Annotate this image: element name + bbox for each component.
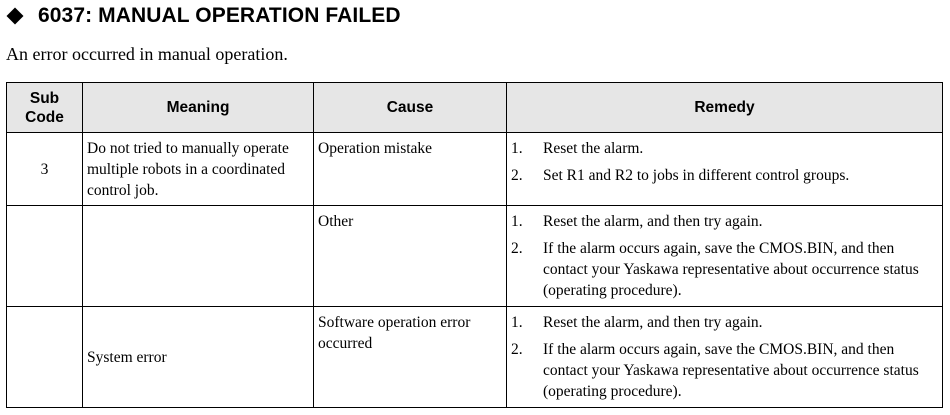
sub-code-cell bbox=[6, 306, 83, 408]
header-meaning: Meaning bbox=[82, 82, 314, 133]
alarm-title: 6037: MANUAL OPERATION FAILED bbox=[38, 4, 401, 27]
step-text: If the alarm occurs again, save the CMOS… bbox=[543, 341, 919, 400]
remedy-step: 1. Reset the alarm, and then try again. bbox=[511, 312, 938, 333]
alarm-heading: 6037: MANUAL OPERATION FAILED bbox=[6, 2, 401, 30]
remedy-step: 1. Reset the alarm. bbox=[511, 138, 938, 159]
remedy-cell: 1. Reset the alarm, and then try again. … bbox=[506, 205, 943, 307]
alarm-table: Sub Code Meaning Cause Remedy 3 Do not t… bbox=[6, 82, 943, 408]
step-text: If the alarm occurs again, save the CMOS… bbox=[543, 240, 919, 299]
cause-cell: Operation mistake bbox=[313, 132, 507, 206]
table-row: System error Software operation error oc… bbox=[6, 306, 943, 408]
step-text: Reset the alarm. bbox=[543, 140, 644, 157]
remedy-step: 2. If the alarm occurs again, save the C… bbox=[511, 238, 938, 301]
step-number: 2. bbox=[511, 240, 523, 257]
remedy-steps: 1. Reset the alarm. 2. Set R1 and R2 to … bbox=[511, 138, 938, 186]
sub-code-cell bbox=[6, 205, 83, 307]
sub-code-cell: 3 bbox=[6, 132, 83, 206]
step-number: 1. bbox=[511, 140, 523, 157]
step-number: 1. bbox=[511, 213, 523, 230]
table-row: 3 Do not tried to manually operate multi… bbox=[6, 132, 943, 206]
header-remedy: Remedy bbox=[506, 82, 943, 133]
meaning-cell bbox=[82, 205, 314, 307]
step-number: 2. bbox=[511, 341, 523, 358]
meaning-cell: Do not tried to manually operate multipl… bbox=[82, 132, 314, 206]
cause-cell: Software operation error occurred bbox=[313, 306, 507, 408]
remedy-cell: 1. Reset the alarm, and then try again. … bbox=[506, 306, 943, 408]
step-number: 1. bbox=[511, 314, 523, 331]
remedy-step: 1. Reset the alarm, and then try again. bbox=[511, 211, 938, 232]
remedy-cell: 1. Reset the alarm. 2. Set R1 and R2 to … bbox=[506, 132, 943, 206]
header-cause: Cause bbox=[313, 82, 507, 133]
remedy-step: 2. If the alarm occurs again, save the C… bbox=[511, 339, 938, 402]
header-sub-code: Sub Code bbox=[6, 82, 83, 133]
step-text: Set R1 and R2 to jobs in different contr… bbox=[543, 167, 850, 184]
step-number: 2. bbox=[511, 167, 523, 184]
cause-cell: Other bbox=[313, 205, 507, 307]
alarm-description: An error occurred in manual operation. bbox=[6, 44, 288, 64]
remedy-step: 2. Set R1 and R2 to jobs in different co… bbox=[511, 165, 938, 186]
remedy-steps: 1. Reset the alarm, and then try again. … bbox=[511, 312, 938, 402]
diamond-bullet-icon bbox=[6, 7, 24, 25]
step-text: Reset the alarm, and then try again. bbox=[543, 314, 763, 331]
step-text: Reset the alarm, and then try again. bbox=[543, 213, 763, 230]
table-header-row: Sub Code Meaning Cause Remedy bbox=[6, 82, 943, 133]
meaning-cell: System error bbox=[82, 306, 314, 408]
table-row: Other 1. Reset the alarm, and then try a… bbox=[6, 205, 943, 307]
remedy-steps: 1. Reset the alarm, and then try again. … bbox=[511, 211, 938, 301]
